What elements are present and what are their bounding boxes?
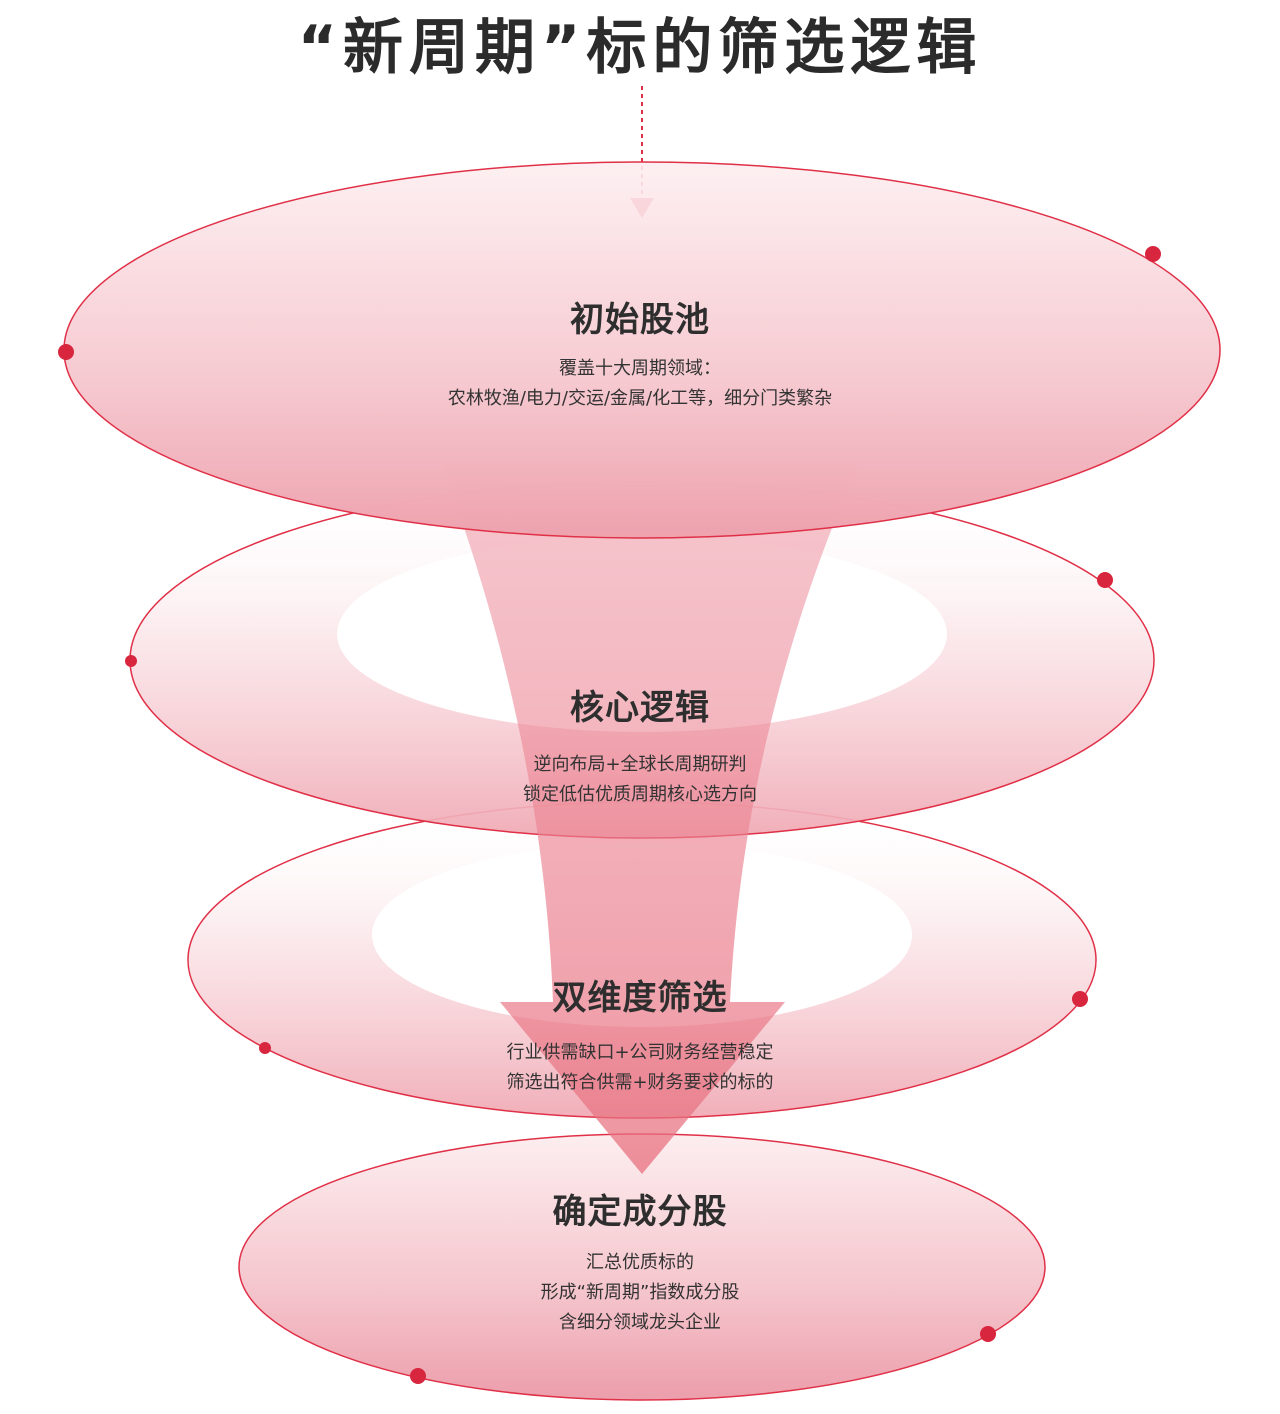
decor-dot	[980, 1326, 996, 1342]
stage-1-desc-line: 农林牧渔/电力/交运/金属/化工等，细分门类繁杂	[447, 388, 833, 409]
stage-3-desc-line: 行业供需缺口+公司财务经营稳定	[506, 1042, 774, 1063]
decor-dot	[1145, 246, 1161, 262]
stage-4-desc-line: 形成“新周期”指数成分股	[540, 1282, 740, 1303]
stage-2-block: 核心逻辑 逆向布局+全球长周期研判 锁定低估优质周期核心选方向	[240, 686, 1040, 810]
stage-4-title: 确定成分股	[552, 1192, 728, 1232]
decor-dot	[125, 655, 137, 667]
page-title: “新周期”标的筛选逻辑	[297, 13, 983, 83]
stage-4-desc-line: 汇总优质标的	[586, 1252, 694, 1273]
stage-4-block: 确定成分股 汇总优质标的 形成“新周期”指数成分股 含细分领域龙头企业	[240, 1190, 1040, 1338]
stage-2-desc-line: 锁定低估优质周期核心选方向	[523, 784, 757, 805]
funnel-arrow	[440, 460, 860, 1174]
stage-3-block: 双维度筛选 行业供需缺口+公司财务经营稳定 筛选出符合供需+财务要求的标的	[240, 976, 1040, 1098]
stage-1-block: 初始股池 覆盖十大周期领域： 农林牧渔/电力/交运/金属/化工等，细分门类繁杂	[240, 298, 1040, 414]
decor-dot	[410, 1368, 426, 1384]
stage-2-title: 核心逻辑	[570, 688, 710, 728]
stage-3-desc-line: 筛选出符合供需+财务要求的标的	[506, 1072, 774, 1093]
stage-1-desc-line: 覆盖十大周期领域：	[559, 358, 721, 379]
stage-1-title: 初始股池	[570, 300, 710, 340]
decor-dot	[1072, 991, 1088, 1007]
stage-2-desc-line: 逆向布局+全球长周期研判	[533, 754, 747, 775]
stage-3-title: 双维度筛选	[552, 978, 728, 1018]
decor-dot	[1097, 572, 1113, 588]
stage-4-desc-line: 含细分领域龙头企业	[559, 1312, 721, 1333]
decor-dot	[259, 1042, 271, 1054]
decor-dot	[58, 344, 74, 360]
